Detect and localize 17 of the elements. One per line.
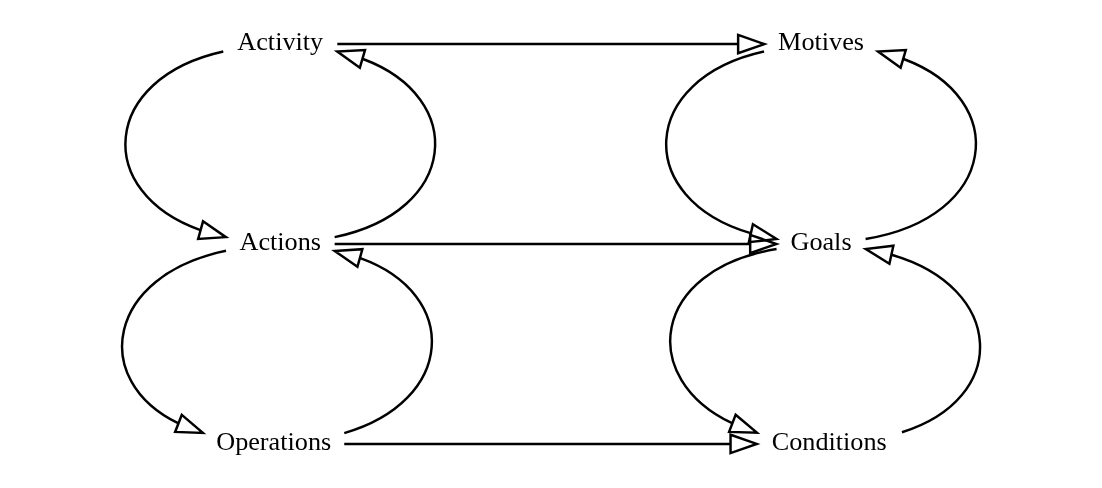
node-text: Goals bbox=[790, 227, 852, 257]
arrow bbox=[669, 247, 777, 434]
node-text: Activity bbox=[237, 27, 324, 57]
arrow bbox=[331, 247, 433, 435]
node-text: Conditions bbox=[771, 427, 887, 457]
arrow bbox=[865, 48, 977, 241]
arrow bbox=[121, 249, 227, 435]
node-text: Actions bbox=[239, 227, 322, 257]
arrow bbox=[337, 33, 769, 55]
arrow bbox=[862, 244, 982, 434]
arrow bbox=[333, 48, 436, 239]
arrow bbox=[665, 50, 781, 244]
arrow bbox=[334, 233, 781, 255]
arrow bbox=[344, 433, 761, 455]
arrow bbox=[124, 50, 230, 241]
node-text: Operations bbox=[216, 427, 332, 457]
node-text: Motives bbox=[778, 27, 864, 57]
